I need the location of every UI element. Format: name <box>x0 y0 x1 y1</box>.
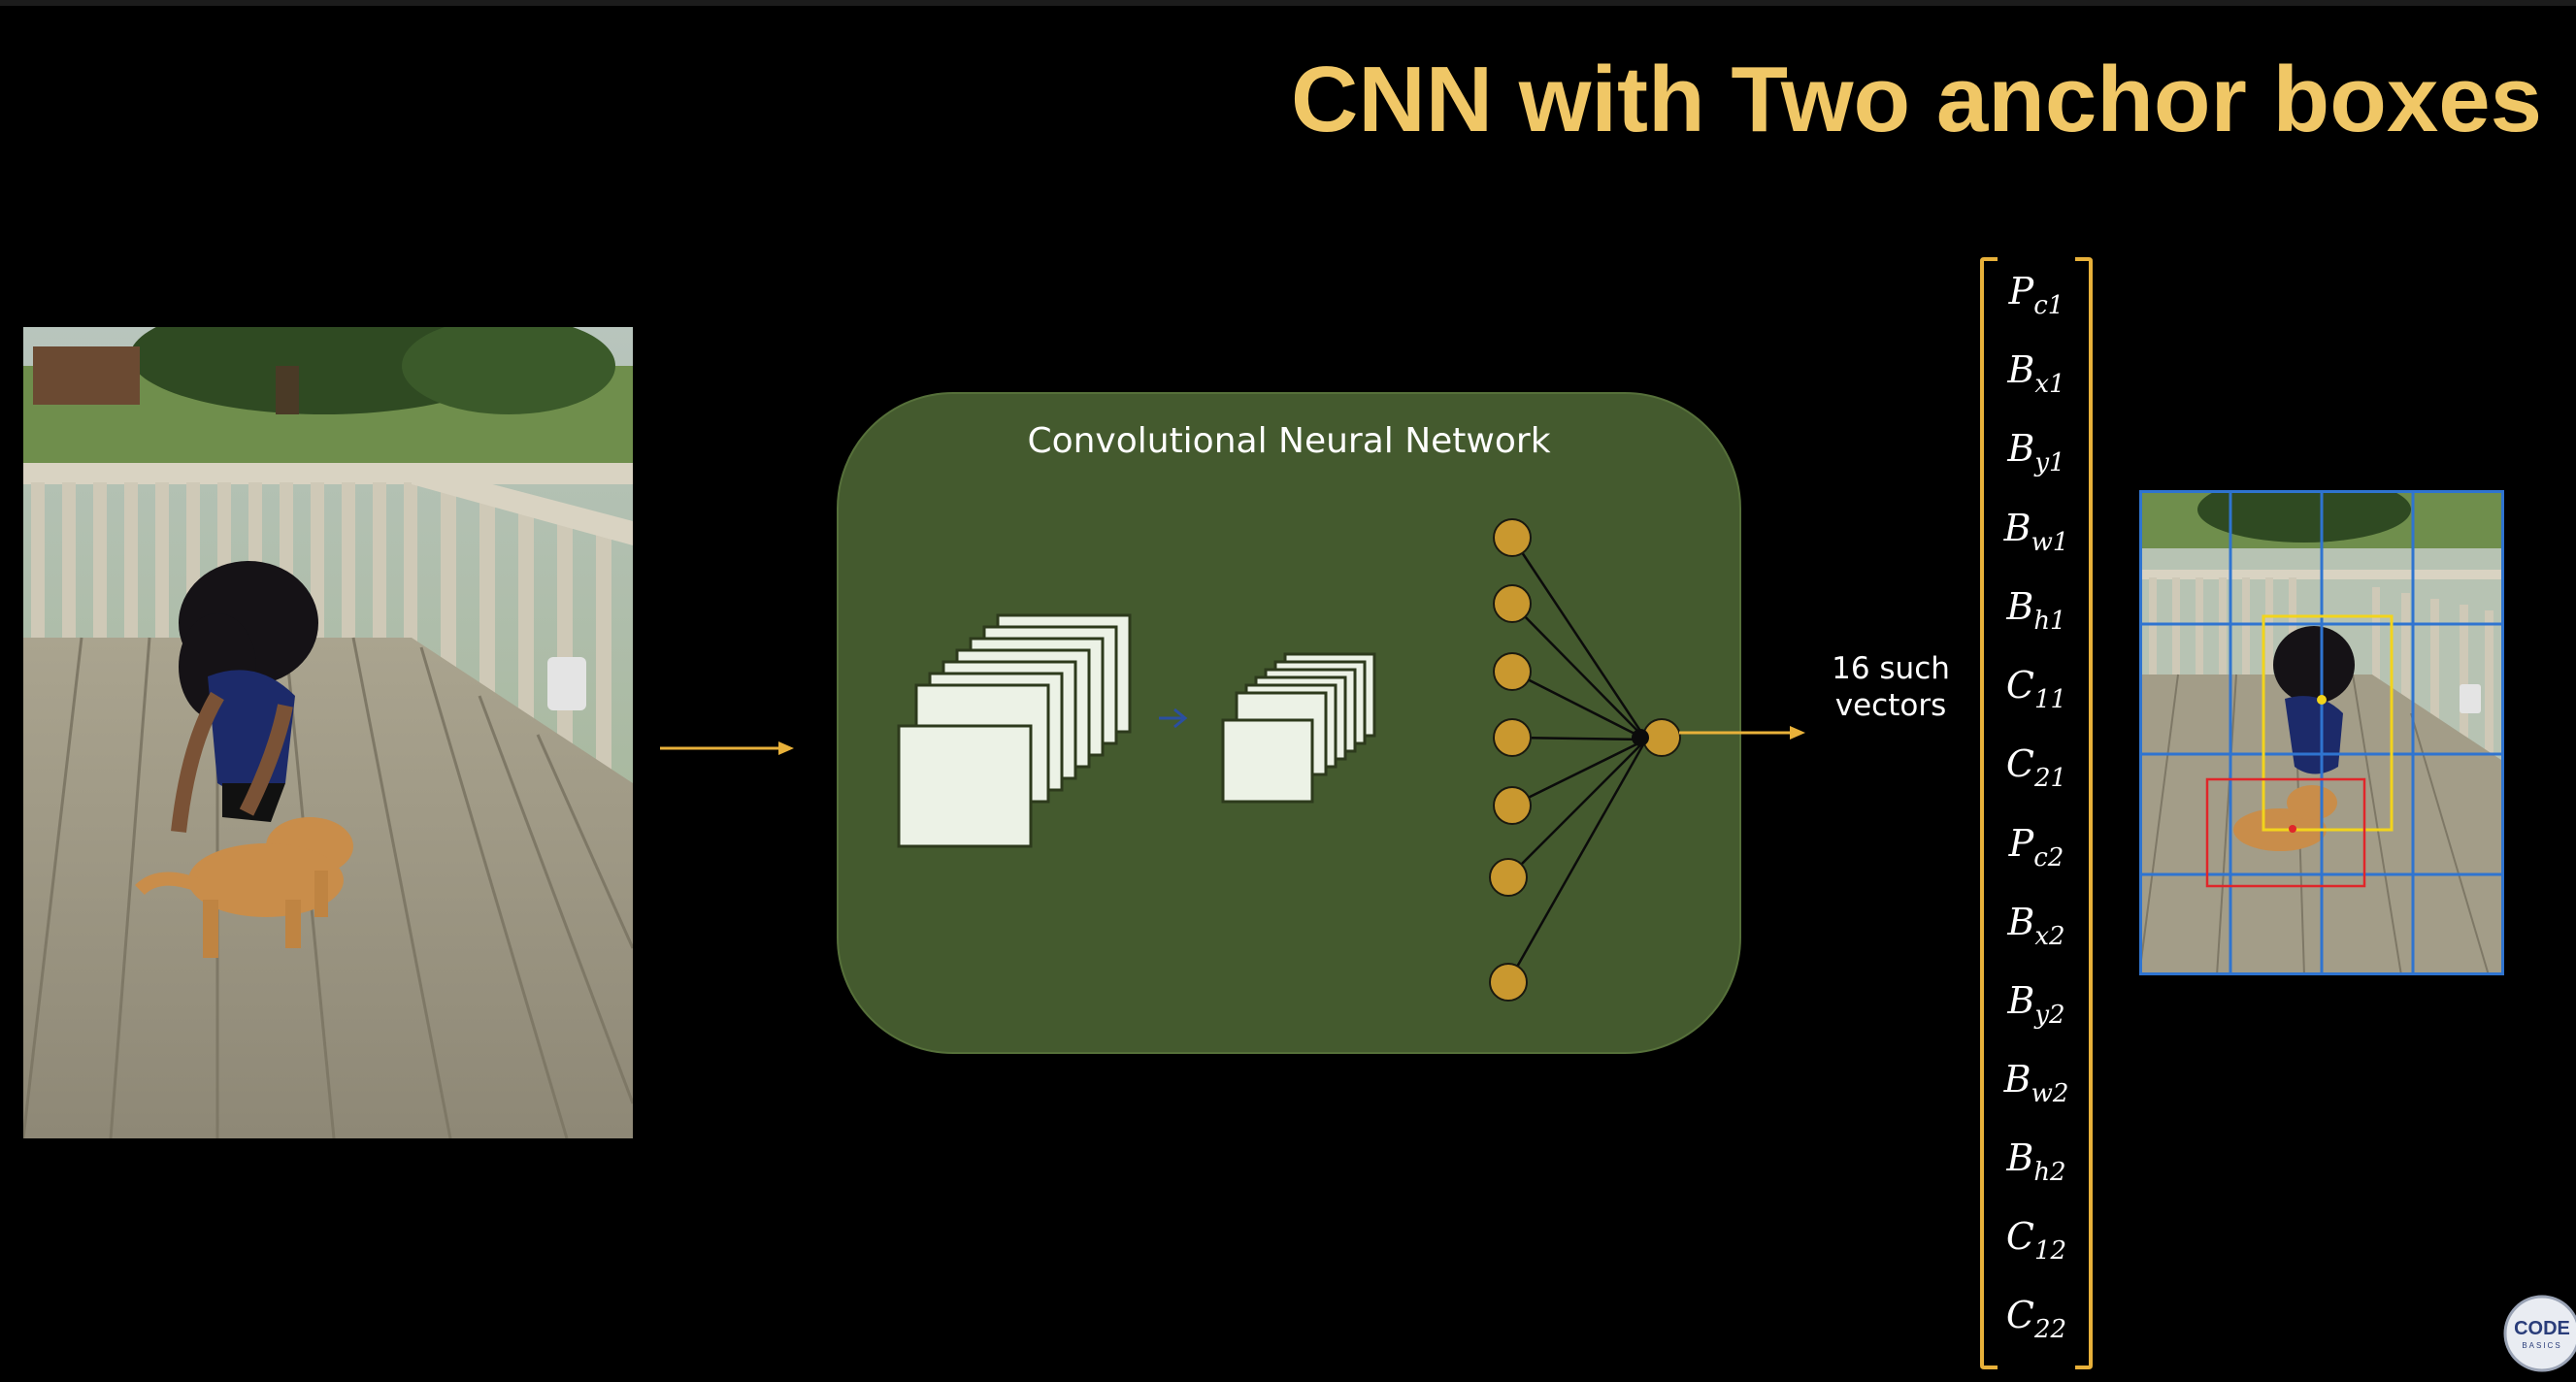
vector-element-9: By2 <box>2007 979 2065 1030</box>
cnn-label: Convolutional Neural Network <box>1027 421 1551 461</box>
feature-map-stack-1 <box>897 613 1132 848</box>
svg-text:BASICS: BASICS <box>2522 1341 2561 1350</box>
center-point-person <box>2317 695 2327 705</box>
codebasics-logo: CODE BASICS <box>2503 1295 2576 1372</box>
top-edge-bar <box>0 0 2576 6</box>
vector-element-13: C22 <box>2005 1294 2067 1344</box>
center-point-dog <box>2289 825 2296 833</box>
neuron-column <box>1489 518 1532 1002</box>
vector-element-2: By1 <box>2007 427 2065 477</box>
vectors-count-label: 16 such vectors <box>1832 651 1950 723</box>
slide-title: CNN with Two anchor boxes <box>1291 48 2542 151</box>
cnn-block: Convolutional Neural Network <box>837 392 1741 1054</box>
layer-arrow <box>1159 707 1188 729</box>
input-arrow <box>660 741 794 755</box>
feature-map-stack-2 <box>1221 652 1376 804</box>
vector-element-5: C11 <box>2005 664 2067 714</box>
svg-text:CODE: CODE <box>2514 1318 2570 1339</box>
grid-output-image <box>2139 490 2504 975</box>
vector-element-8: Bx2 <box>2007 901 2065 951</box>
input-photo <box>23 327 633 1138</box>
anchor-box-person <box>2262 614 2394 832</box>
vector-element-11: Bh2 <box>2006 1136 2066 1187</box>
vector-element-3: Bw1 <box>2003 507 2069 557</box>
vector-element-6: C21 <box>2005 742 2067 793</box>
vector-element-10: Bw2 <box>2003 1058 2069 1108</box>
grid-lines <box>2139 490 2504 975</box>
vector-element-1: Bx1 <box>2007 348 2065 399</box>
vector-element-0: Pc1 <box>2008 270 2064 320</box>
output-arrow <box>1679 726 1805 740</box>
vector-element-12: C12 <box>2005 1215 2067 1266</box>
vector-element-4: Bh1 <box>2006 585 2066 636</box>
neuron-connections <box>1506 537 1648 983</box>
anchor-box-dog <box>2205 777 2366 888</box>
vector-element-7: Pc2 <box>2008 822 2064 872</box>
network-diagram <box>897 518 1681 1002</box>
vector-bracket <box>1980 257 2093 1369</box>
